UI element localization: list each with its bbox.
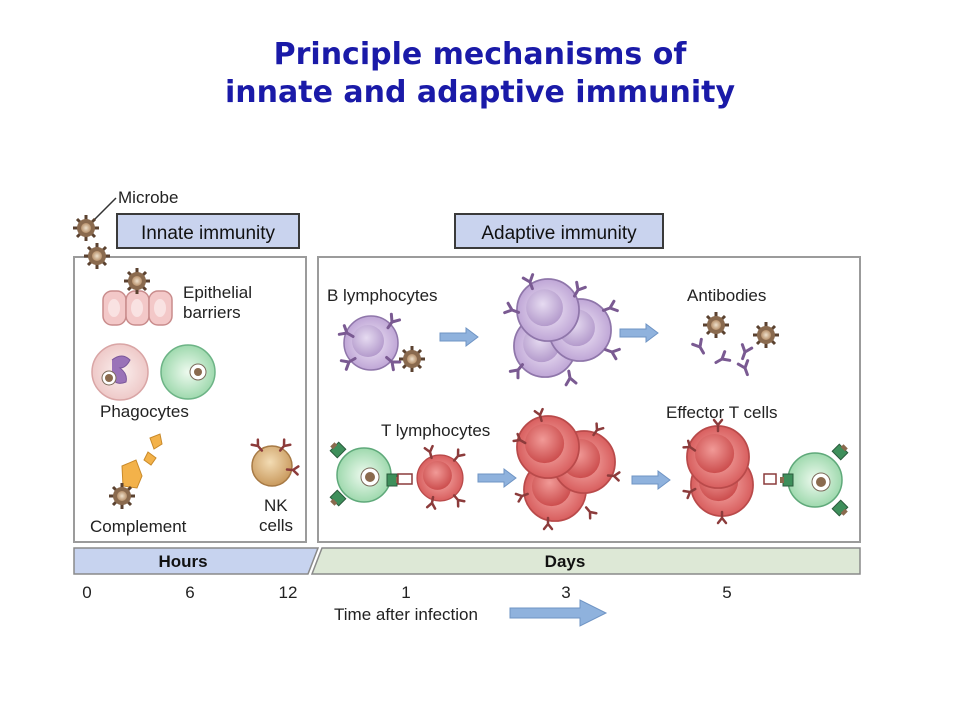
tick-label: 0 (82, 583, 91, 602)
adaptive-header-box (454, 213, 664, 249)
nk-label-line1: NK (264, 496, 288, 515)
macrophage-icon (160, 344, 216, 400)
neutrophil-icon (91, 343, 149, 401)
microbe-label: Microbe (118, 188, 178, 207)
innate-header-box (116, 213, 300, 249)
microbe-pointer-line (91, 197, 117, 223)
innate-header: Innate immunity (141, 223, 276, 244)
effector-t-cells-label: Effector T cells (666, 403, 778, 422)
antibodies-label: Antibodies (687, 286, 766, 305)
days-label: Days (545, 552, 586, 571)
effector-t-cell-icon (682, 418, 777, 525)
tick-label: 12 (279, 583, 298, 602)
epithelial-barrier-icon (102, 290, 173, 326)
slide-title: Principle mechanisms of innate and adapt… (0, 36, 960, 112)
title-line-1: Principle mechanisms of (273, 37, 687, 72)
hours-bar (73, 547, 320, 575)
complement-label: Complement (90, 517, 187, 536)
nk-label-line2: cells (259, 516, 293, 535)
tick-label: 1 (401, 583, 410, 602)
title-line-2: innate and adaptive immunity (225, 75, 735, 110)
hours-label: Hours (158, 552, 207, 571)
phagocytes-label: Phagocytes (100, 402, 189, 421)
days-bar (310, 547, 861, 575)
time-arrow-icon (509, 599, 608, 627)
nk-cell-icon (250, 438, 300, 487)
tick-label: 5 (722, 583, 731, 602)
tick-label: 3 (561, 583, 570, 602)
adaptive-header: Adaptive immunity (481, 223, 637, 244)
complement-icon (121, 433, 163, 489)
time-axis-caption: Time after infection (334, 605, 478, 624)
t-cell-icon (397, 444, 466, 510)
tick-label: 6 (185, 583, 194, 602)
epithelial-label-line2: barriers (183, 303, 241, 322)
t-lymphocytes-label: T lymphocytes (381, 421, 490, 440)
epithelial-label-line1: Epithelial (183, 283, 252, 302)
b-lymphocytes-label: B lymphocytes (327, 286, 438, 305)
